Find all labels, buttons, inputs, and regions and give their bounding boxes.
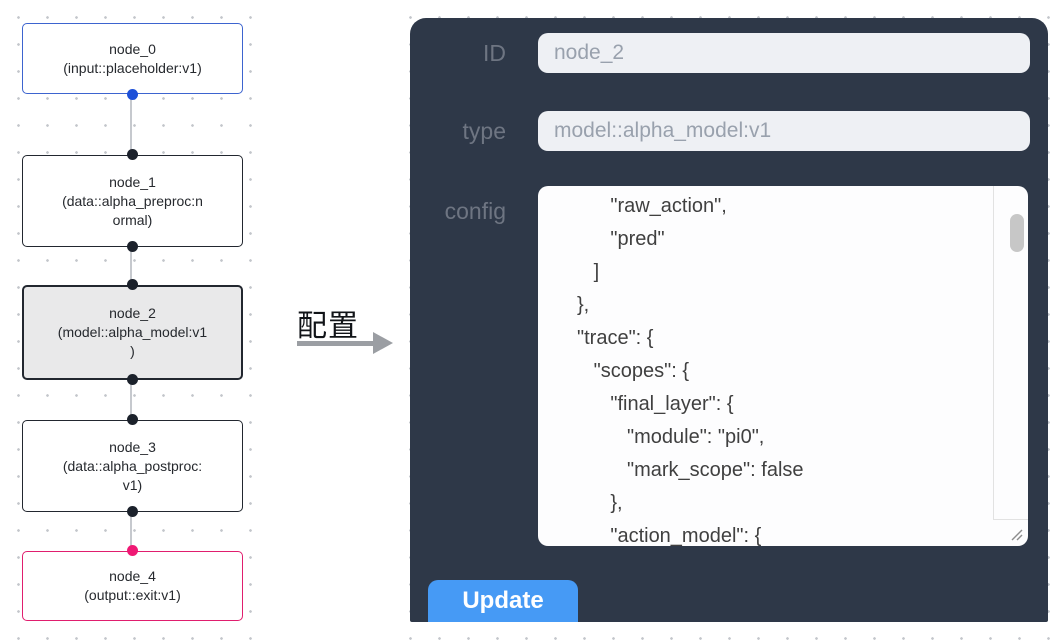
type-field-label: type [462,118,506,144]
config-field-label: config [444,198,506,224]
node-type-label: v1) [122,476,143,493]
node-title: node_0 [109,40,156,57]
node-type-label: (output::exit:v1) [84,587,181,603]
port-node3-out[interactable] [127,506,138,517]
port-node1-out[interactable] [127,241,138,252]
flow-canvas: node_0 (input::placeholder:v1) node_1 (d… [0,0,272,643]
port-node2-out[interactable] [127,374,138,385]
edge-node0-node1 [130,94,132,155]
edge-node1-node2 [130,247,132,285]
scrollbar-corner-border [994,519,1028,520]
scrollbar-thumb[interactable] [1010,214,1024,252]
node-type-label: ) [130,343,135,359]
flow-node-node_4[interactable]: node_4 (output::exit:v1) [22,551,243,621]
node-type-label: (model::alpha_model:v1 [57,324,208,340]
node-title: node_3 [109,438,156,455]
flow-node-node_2-selected[interactable]: node_2 (model::alpha_model:v1 ) [22,285,243,380]
flow-node-node_1[interactable]: node_1 (data::alpha_preproc:n ormal) [22,155,243,247]
node-type-label: (data::alpha_preproc:n [62,192,203,209]
panel-backdrop: ID type config "raw_action", "pred" ] },… [392,0,1062,643]
id-field-label: ID [483,40,506,66]
port-node1-in[interactable] [127,149,138,160]
configure-arrow-head-icon [373,332,393,354]
configure-annotation: 配置 [297,310,359,343]
node-title: node_1 [109,173,156,190]
scrollbar-track-border [993,186,994,520]
node-type-label: (data::alpha_postproc: [62,457,203,474]
port-node0-out[interactable] [127,89,138,100]
config-json-text: "raw_action", "pred" ] }, "trace": { "sc… [577,195,804,546]
edge-node3-node4 [130,512,132,551]
config-textarea[interactable]: "raw_action", "pred" ] }, "trace": { "sc… [538,186,1028,546]
port-node2-in[interactable] [127,279,138,290]
update-button-label: Update [462,587,544,614]
configure-arrow [297,341,374,346]
node-type-label: (input::placeholder:v1) [63,59,202,76]
flow-node-node_0[interactable]: node_0 (input::placeholder:v1) [22,23,243,94]
port-node3-in[interactable] [127,414,138,425]
port-node4-in[interactable] [127,545,138,556]
update-button[interactable]: Update [428,580,578,622]
resize-grip-icon[interactable] [1009,527,1025,543]
node-title: node_4 [109,568,156,584]
node-title: node_2 [109,305,156,321]
edge-node2-node3 [130,380,132,420]
id-input[interactable] [538,33,1030,73]
node-type-label: ormal) [112,211,153,228]
type-input[interactable] [538,111,1030,151]
flow-node-node_3[interactable]: node_3 (data::alpha_postproc: v1) [22,420,243,512]
node-config-panel: ID type config "raw_action", "pred" ] },… [410,18,1048,622]
